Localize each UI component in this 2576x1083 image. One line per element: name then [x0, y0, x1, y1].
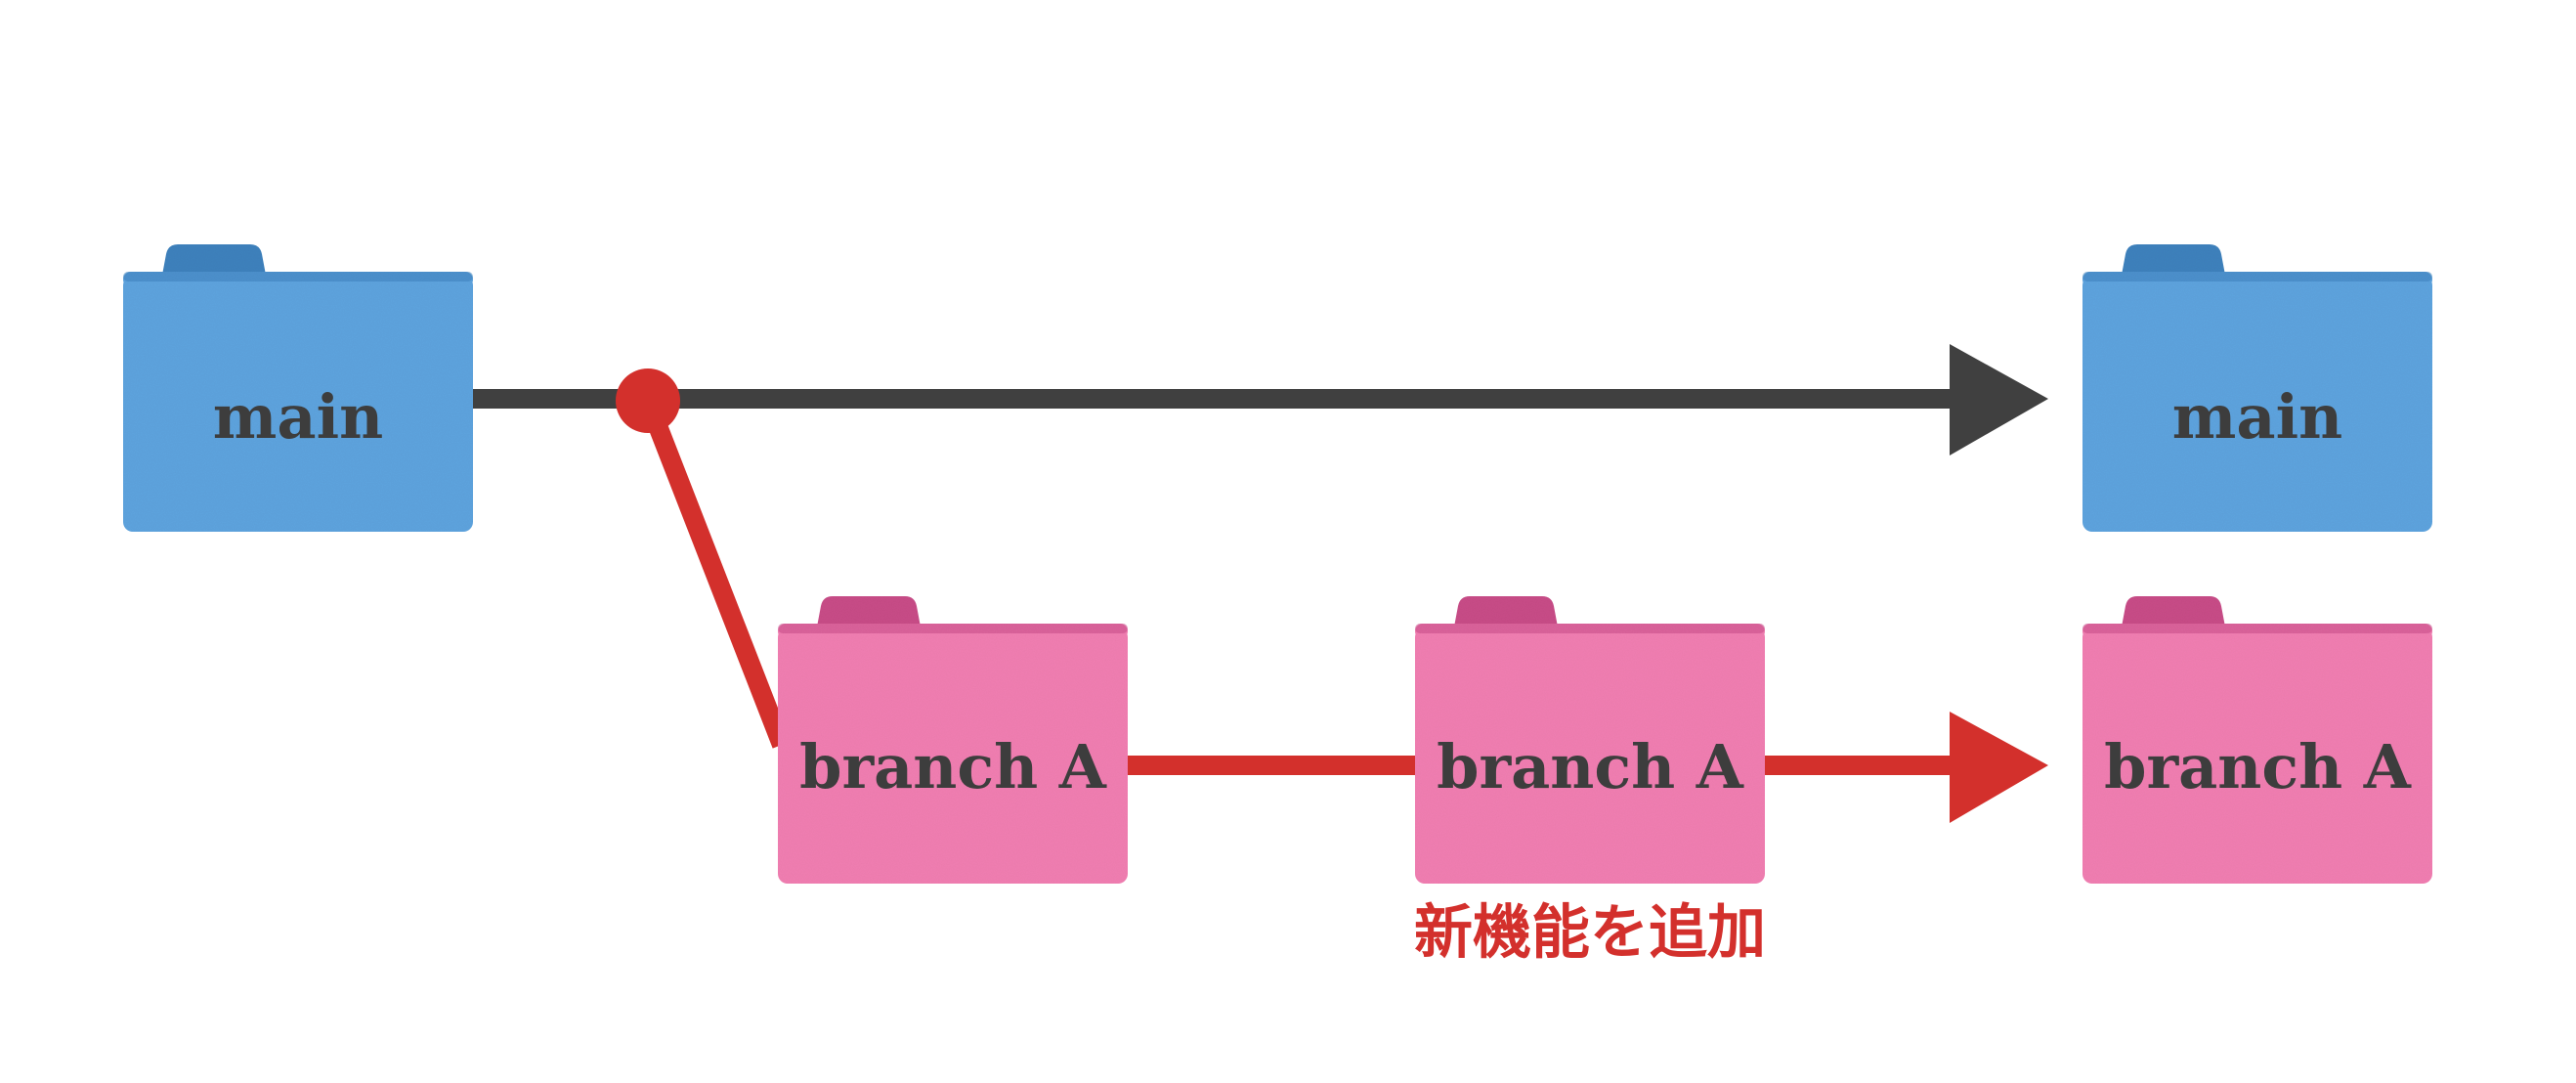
- feature-caption: 新機能を追加: [1414, 899, 1766, 968]
- branch-point-dot: [616, 368, 680, 433]
- folder-icon: [778, 596, 1128, 884]
- folder-label: branch A: [799, 731, 1107, 802]
- folder-label: branch A: [1437, 731, 1744, 802]
- branch-arrow: [638, 397, 2048, 823]
- folder-branch-end: branch A: [2082, 596, 2432, 884]
- folder-label: main: [213, 381, 383, 453]
- folder-icon: [123, 244, 473, 532]
- folder-branch-start: branch A: [778, 596, 1128, 884]
- main-arrow: [459, 344, 2048, 455]
- folder-main-start: main: [123, 244, 473, 532]
- folder-icon: [2082, 596, 2432, 884]
- folder-branch-middle: branch A: [1415, 596, 1765, 884]
- branch-diagonal-line: [638, 397, 792, 749]
- folder-main-end: main: [2082, 244, 2432, 532]
- folder-label: branch A: [2104, 731, 2412, 802]
- branch-arrowhead: [1950, 712, 2048, 823]
- folder-icon: [1415, 596, 1765, 884]
- main-arrowhead: [1950, 344, 2048, 455]
- folder-icon: [2082, 244, 2432, 532]
- folder-label: main: [2172, 381, 2342, 453]
